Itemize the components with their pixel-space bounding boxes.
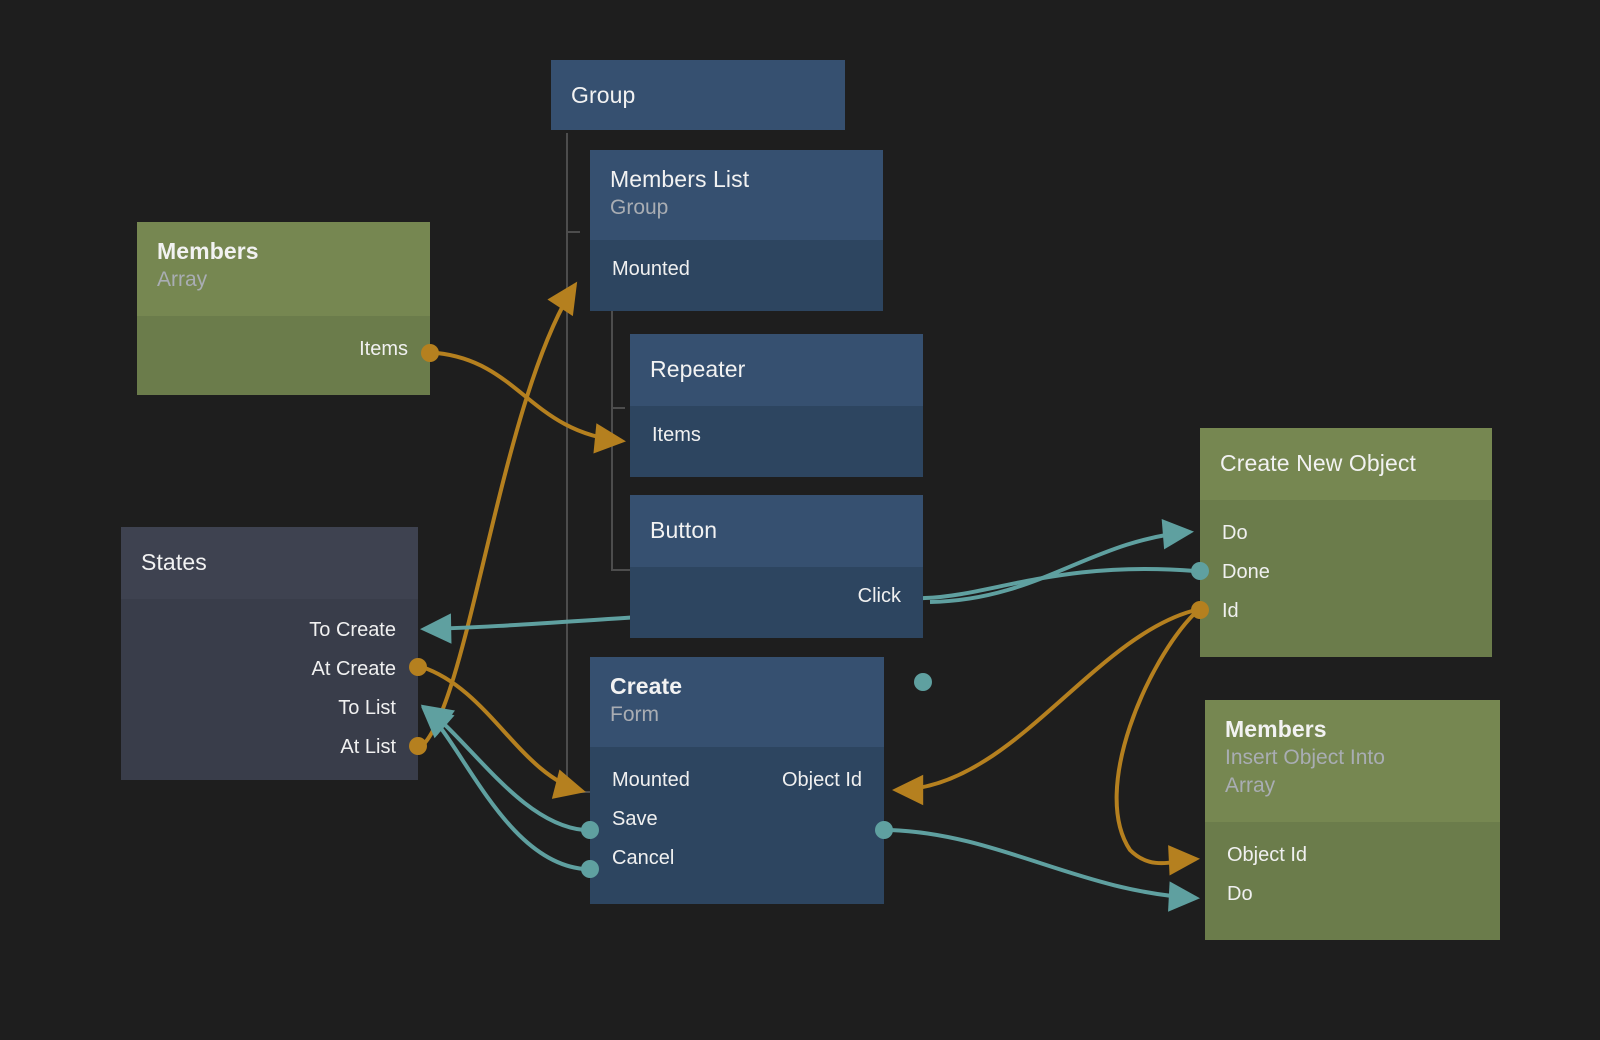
port-row-at-list[interactable]: At List — [121, 728, 418, 767]
port-dot-create-output[interactable] — [875, 821, 893, 839]
port-label-at-create: At Create — [311, 658, 396, 680]
edge-at-create-to-create-mounted — [421, 665, 586, 799]
port-label-cno-id: Id — [1222, 600, 1239, 622]
node-create-new-object[interactable]: Create New Object Do Done Id — [1191, 428, 1492, 657]
node-create-new-object-title: Create New Object — [1220, 450, 1416, 476]
node-create-form-header: Create Form — [590, 657, 884, 747]
tree-guide-stub-repeater — [611, 407, 625, 409]
node-members-array-subtitle: Array — [157, 268, 208, 291]
node-repeater[interactable]: Repeater Items — [630, 334, 923, 477]
node-members-list-body: Mounted — [590, 240, 883, 311]
port-dot-cno-done[interactable] — [1191, 562, 1209, 580]
node-create-new-object-body: Do Done Id — [1200, 500, 1492, 657]
node-members-list[interactable]: Members List Group Mounted — [590, 150, 883, 311]
node-members-array-header: Members Array — [137, 222, 430, 316]
port-dot-members-items[interactable] — [421, 344, 439, 362]
port-label-create-object-id: Object Id — [781, 769, 862, 791]
port-label-insert-do: Do — [1227, 883, 1253, 905]
node-create-new-object-header: Create New Object — [1200, 428, 1492, 500]
port-row-insert-object-id[interactable]: Object Id — [1205, 836, 1500, 875]
node-members-array-title: Members — [157, 238, 259, 264]
port-dot-at-list[interactable] — [409, 737, 427, 755]
node-states-title: States — [141, 549, 207, 575]
node-members-insert[interactable]: Members Insert Object Into Array Object … — [1205, 700, 1500, 940]
port-dot-click[interactable] — [914, 673, 932, 691]
port-row-to-create[interactable]: To Create — [121, 611, 418, 650]
tree-guide-stub-members-list — [566, 231, 580, 233]
edge-click-to-create-new-object-do — [929, 519, 1194, 604]
node-button-body: Click — [630, 567, 923, 638]
edge-create-out-to-members-insert-do — [889, 828, 1200, 912]
node-members-insert-subtitle-1: Insert Object Into — [1225, 746, 1385, 769]
edge-members-items-to-repeater-items — [436, 351, 626, 454]
port-label-create-cancel: Cancel — [612, 847, 675, 869]
port-label-cno-do: Do — [1222, 522, 1248, 544]
node-members-list-title: Members List — [610, 166, 750, 192]
port-row-items-in[interactable]: Items — [630, 416, 923, 455]
port-dot-create-cancel[interactable] — [581, 860, 599, 878]
node-members-insert-subtitle-2: Array — [1225, 774, 1276, 797]
node-group[interactable]: Group — [551, 60, 845, 130]
port-row-mounted[interactable]: Mounted — [590, 250, 883, 289]
node-button-title: Button — [650, 517, 718, 543]
port-label-mounted: Mounted — [612, 258, 690, 280]
port-row-create-cancel[interactable]: Cancel — [590, 839, 884, 878]
port-dot-at-create[interactable] — [409, 658, 427, 676]
node-members-insert-body: Object Id Do — [1205, 822, 1500, 940]
port-label-at-list: At List — [340, 736, 396, 758]
node-members-array-body: Items — [137, 316, 430, 395]
port-row-cno-do[interactable]: Do — [1200, 514, 1492, 553]
edge-id-to-create-object-id — [892, 609, 1193, 806]
port-row-click[interactable]: Click — [630, 577, 923, 616]
port-row-cno-done[interactable]: Done — [1200, 553, 1492, 592]
node-members-insert-header: Members Insert Object Into Array — [1205, 700, 1500, 822]
port-label-to-list: To List — [338, 697, 396, 719]
port-dot-cno-id[interactable] — [1191, 601, 1209, 619]
node-states[interactable]: States To Create At Create To List At Li… — [121, 527, 427, 780]
port-dot-create-save[interactable] — [581, 821, 599, 839]
edge-id-to-members-insert-object-id — [1114, 611, 1200, 876]
node-states-header: States — [121, 527, 418, 599]
port-label-cno-done: Done — [1222, 561, 1270, 583]
node-group-header: Group — [551, 60, 845, 130]
node-members-list-subtitle: Group — [610, 196, 669, 219]
port-row-cno-id[interactable]: Id — [1200, 592, 1492, 631]
edge-at-list-to-members-list-mounted — [420, 281, 578, 748]
tree-guide-vertical-nested — [611, 287, 613, 571]
port-row-at-create[interactable]: At Create — [121, 650, 418, 689]
port-row-members-items[interactable]: Items — [137, 330, 430, 369]
edge-save-to-to-list — [420, 704, 585, 832]
port-row-to-list[interactable]: To List — [121, 689, 418, 728]
node-create-form-title: Create — [610, 673, 683, 699]
port-label-items-in: Items — [652, 424, 701, 446]
node-repeater-header: Repeater — [630, 334, 923, 406]
node-members-insert-title: Members — [1225, 716, 1327, 742]
tree-guide-stub-button — [611, 569, 631, 571]
node-repeater-body: Items — [630, 406, 923, 477]
node-group-title: Group — [571, 82, 636, 108]
node-button-header: Button — [630, 495, 923, 567]
node-create-form[interactable]: Create Form Mounted Object Id Save Cance… — [581, 657, 893, 904]
port-label-click: Click — [857, 585, 901, 607]
port-label-to-create: To Create — [309, 619, 396, 641]
port-row-insert-do[interactable]: Do — [1205, 875, 1500, 914]
port-row-create-mounted[interactable]: Mounted Object Id — [590, 761, 884, 800]
edge-cancel-to-to-list — [420, 706, 585, 871]
node-button[interactable]: Button Click — [630, 495, 932, 691]
port-label-members-items: Items — [359, 338, 408, 360]
node-states-body: To Create At Create To List At List — [121, 599, 418, 780]
port-label-create-save: Save — [612, 808, 658, 830]
node-members-array[interactable]: Members Array Items — [137, 222, 439, 395]
node-members-list-header: Members List Group — [590, 150, 883, 240]
tree-guide-stub-create — [566, 791, 590, 793]
node-create-form-subtitle: Form — [610, 703, 659, 726]
node-create-form-body: Mounted Object Id Save Cancel — [590, 747, 884, 904]
node-repeater-title: Repeater — [650, 356, 746, 382]
port-label-create-mounted: Mounted — [612, 769, 690, 791]
port-label-insert-object-id: Object Id — [1227, 844, 1308, 866]
port-row-create-save[interactable]: Save — [590, 800, 884, 839]
